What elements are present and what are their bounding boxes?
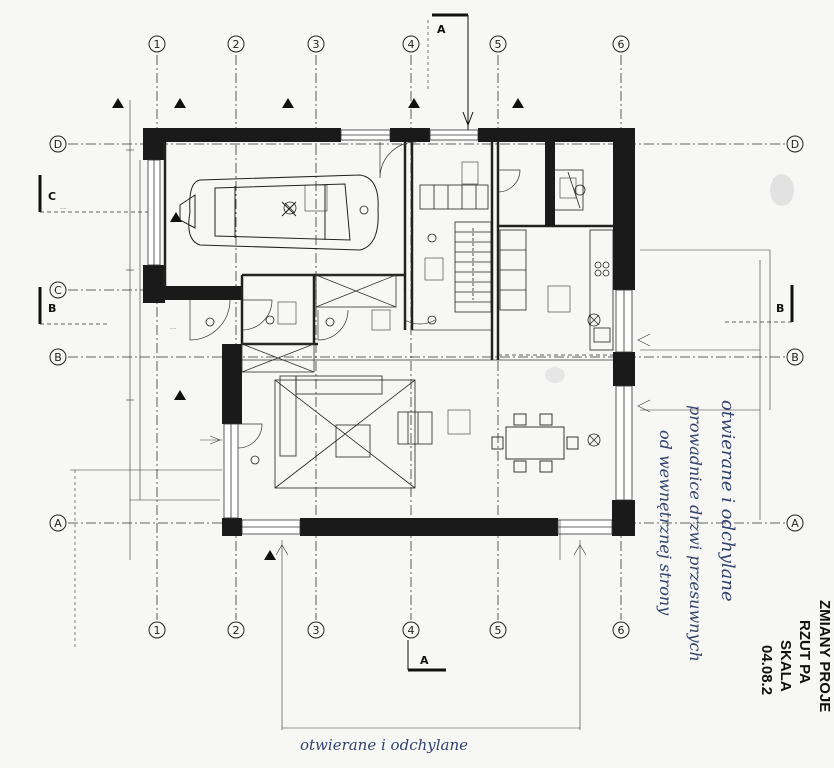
section-marker-c-left	[38, 175, 160, 213]
scan-smudge-2	[545, 367, 565, 383]
axis-bubble-left-C: C	[54, 284, 62, 297]
axis-bubbles-bottom	[148, 621, 630, 639]
axis-bubble-bottom-1: 1	[154, 624, 161, 637]
handwritten-note-bottom: otwierane i odchylane	[300, 736, 468, 754]
axis-bubble-bottom-2: 2	[233, 624, 240, 637]
exterior-walls	[143, 128, 635, 536]
axis-bubble-top-3: 3	[313, 38, 320, 51]
section-label-b-right: B	[776, 302, 784, 315]
section-label-c-left: C	[48, 190, 56, 203]
title-block-line-4: 04.08.2	[758, 645, 775, 695]
door-swings	[189, 141, 521, 449]
axis-bubble-top-5: 5	[495, 38, 502, 51]
interior-partitions	[241, 274, 613, 373]
section-marker-a-bottom	[407, 640, 446, 672]
title-block-line-2: RZUT PA	[796, 620, 813, 684]
handwritten-note-2: prowadnice drzwi przesuwnych	[686, 405, 705, 662]
axis-bubble-bottom-5: 5	[495, 624, 502, 637]
axis-bubble-left-B: B	[54, 351, 62, 364]
kitchen-counter	[589, 229, 614, 351]
dining-table-icon	[491, 413, 579, 473]
staircase-icon	[419, 184, 527, 313]
windows	[147, 129, 633, 535]
boiler-room-fixtures	[552, 169, 586, 211]
tiny-annotation-1: ·····	[60, 206, 66, 211]
section-marker-a-top	[427, 13, 474, 130]
tiny-annotation-2: ·····	[170, 326, 176, 331]
section-label-a-top: A	[437, 23, 446, 36]
handwritten-note-1: otwierane i odchylane	[717, 400, 738, 602]
axis-bubble-right-A: A	[791, 517, 799, 530]
axis-bubble-bottom-4: 4	[408, 624, 415, 637]
title-block-line-1: ZMIANY PROJE	[816, 600, 833, 712]
axis-bubble-top-6: 6	[618, 38, 625, 51]
title-block-line-3: SKALA	[777, 640, 794, 692]
horizontal-grid-lines	[68, 143, 785, 524]
section-marker-b-right	[725, 285, 794, 323]
elevation-markers	[112, 98, 524, 560]
axis-bubble-top-1: 1	[154, 38, 161, 51]
axis-bubble-bottom-3: 3	[313, 624, 320, 637]
scan-smudge	[770, 174, 794, 206]
ceiling-light-icons	[205, 201, 601, 465]
axis-bubbles-right	[786, 135, 804, 532]
axis-bubble-left-D: D	[54, 138, 62, 151]
interior-column	[545, 142, 555, 226]
axis-bubble-top-4: 4	[408, 38, 415, 51]
handwritten-note-3: od wewnętrznej strony	[656, 430, 675, 616]
axis-bubbles-left	[49, 135, 67, 532]
axis-bubble-bottom-6: 6	[618, 624, 625, 637]
car-icon	[179, 174, 379, 251]
axis-bubble-right-B: B	[791, 351, 799, 364]
section-marker-b-left	[38, 287, 110, 325]
living-room-furniture	[274, 375, 433, 489]
section-label-a-bottom: A	[420, 654, 429, 667]
dimension-ticks	[70, 100, 771, 730]
room-label-boxes	[277, 161, 577, 435]
section-label-b-left: B	[48, 302, 56, 315]
axis-bubbles-top	[148, 35, 630, 53]
axis-bubble-left-A: A	[54, 517, 62, 530]
axis-bubble-right-D: D	[791, 138, 799, 151]
axis-bubble-top-2: 2	[233, 38, 240, 51]
